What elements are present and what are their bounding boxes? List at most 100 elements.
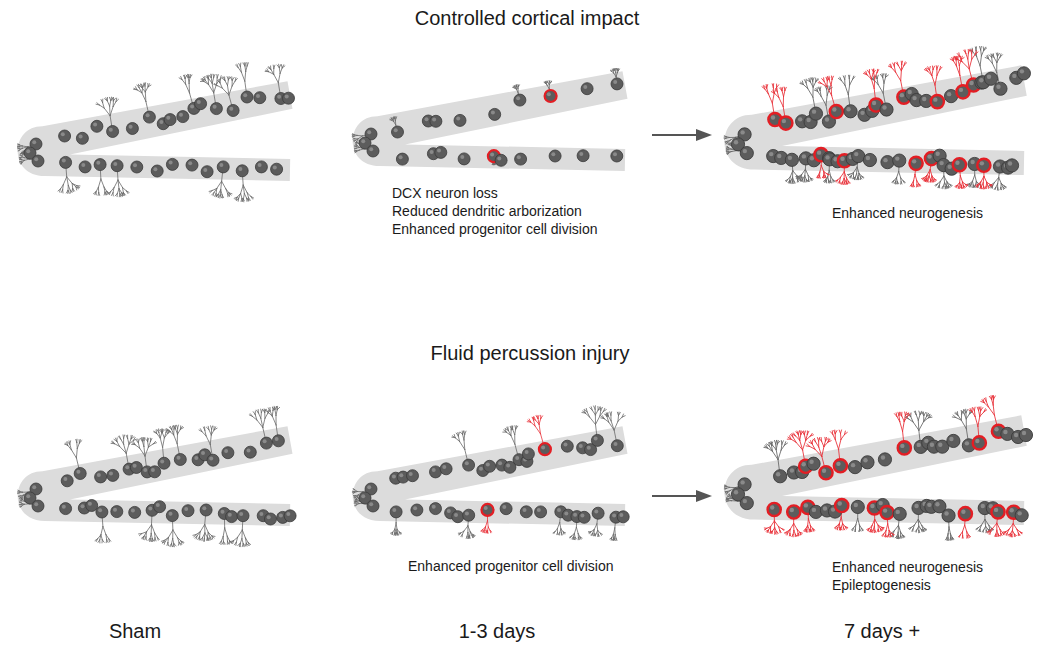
cell-highlight [980, 161, 984, 165]
cell-highlight [515, 456, 519, 460]
dentate-gyrus [724, 396, 1032, 541]
cell-highlight [484, 506, 488, 510]
granule-cell [440, 463, 452, 475]
cell-highlight [996, 162, 1000, 166]
cell-highlight [614, 442, 618, 446]
granule-cell [500, 503, 512, 515]
cell-highlight [938, 442, 942, 446]
cell-highlight [825, 155, 829, 159]
granule-cell [561, 440, 573, 452]
cell-highlight [579, 152, 583, 156]
cell-highlight [939, 161, 943, 165]
cell-highlight [148, 507, 152, 511]
granule-cell [151, 165, 163, 177]
cell-highlight [743, 149, 747, 153]
cell-highlight [790, 468, 794, 472]
cell-highlight [133, 163, 137, 167]
cell-highlight [564, 442, 568, 446]
cell-highlight [506, 464, 510, 468]
granule-cell [984, 72, 997, 85]
granule-cell [129, 506, 141, 518]
cell-highlight [979, 78, 983, 82]
cell-highlight [613, 152, 617, 156]
new-neuron [819, 466, 832, 479]
cell-highlight [587, 446, 591, 450]
cell-highlight [863, 458, 867, 462]
cell-highlight [947, 92, 951, 96]
cell-highlight [804, 503, 808, 507]
granule-cell [217, 161, 229, 173]
granule-cell [143, 111, 155, 123]
cell-highlight [129, 125, 133, 129]
cell-highlight [838, 501, 842, 505]
cell-highlight [465, 461, 469, 465]
cell-highlight [583, 85, 587, 89]
cell-highlight [1003, 430, 1007, 434]
cell-highlight [465, 511, 469, 515]
granule-cell [227, 105, 239, 117]
granule-cell [149, 466, 161, 478]
cell-highlight [579, 444, 583, 448]
finding-note: Epileptogenesis [832, 577, 931, 594]
new-neuron [973, 436, 986, 449]
dendrites [352, 68, 619, 164]
cell-highlight [612, 513, 616, 517]
cell-highlight [26, 494, 30, 498]
cell-highlight [498, 461, 502, 465]
cell-highlight [782, 119, 786, 123]
granule-cell [111, 506, 123, 518]
cell-highlight [836, 462, 840, 466]
cell-highlight [209, 456, 213, 460]
cell-highlight [413, 506, 417, 510]
cell-highlight [228, 513, 232, 517]
cell-highlight [79, 135, 83, 139]
cell-highlight [912, 159, 916, 163]
new-neuron-dendrites [764, 396, 1022, 539]
granule-cell [495, 154, 507, 166]
granule-cell [94, 159, 106, 171]
cell-highlight [564, 511, 568, 515]
cell-highlight [238, 167, 242, 171]
granule-cell-layer [724, 415, 1026, 525]
cell-highlight [1022, 431, 1026, 435]
cell-highlight [770, 505, 774, 509]
granule-cell [86, 500, 98, 512]
granule-cell [1015, 509, 1028, 522]
cell-highlight [1020, 69, 1024, 73]
cell-highlight [179, 113, 183, 117]
cell-highlight [944, 511, 948, 515]
finding-note: Enhanced neurogenesis [832, 205, 983, 222]
granule-cell-layer [18, 81, 293, 181]
cell-highlight [573, 513, 577, 517]
cell-highlight [229, 107, 233, 111]
cell-highlight [981, 504, 985, 508]
granule-cell [881, 156, 894, 169]
granule-cell [740, 147, 753, 160]
cell-highlight [523, 508, 527, 512]
cell-highlight [994, 427, 998, 431]
finding-note: Enhanced progenitor cell division [392, 221, 597, 238]
granule-cell [611, 78, 623, 90]
granule-cell [848, 461, 861, 474]
granule-cell [79, 161, 91, 173]
granule-cell [611, 440, 623, 452]
cell-highlight [454, 513, 458, 517]
new-neuron-dendrites [481, 415, 545, 533]
cell-highlight [437, 149, 441, 153]
cell-highlight [776, 472, 780, 476]
cell-highlight [97, 473, 101, 477]
granule-cell [367, 500, 379, 512]
granule-cell [91, 120, 103, 132]
cell-highlight [184, 507, 188, 511]
cell-highlight [914, 504, 918, 508]
cell-highlight [275, 437, 279, 441]
granule-cell [514, 94, 526, 106]
cell-highlight [259, 512, 263, 516]
dentate-gyrus [724, 46, 1030, 190]
granule-cell [852, 149, 865, 162]
granule-cell [367, 145, 379, 157]
cell-highlight [159, 120, 163, 124]
granule-cell [430, 466, 442, 478]
cell-highlight [825, 117, 829, 121]
cell-highlight [619, 513, 623, 517]
